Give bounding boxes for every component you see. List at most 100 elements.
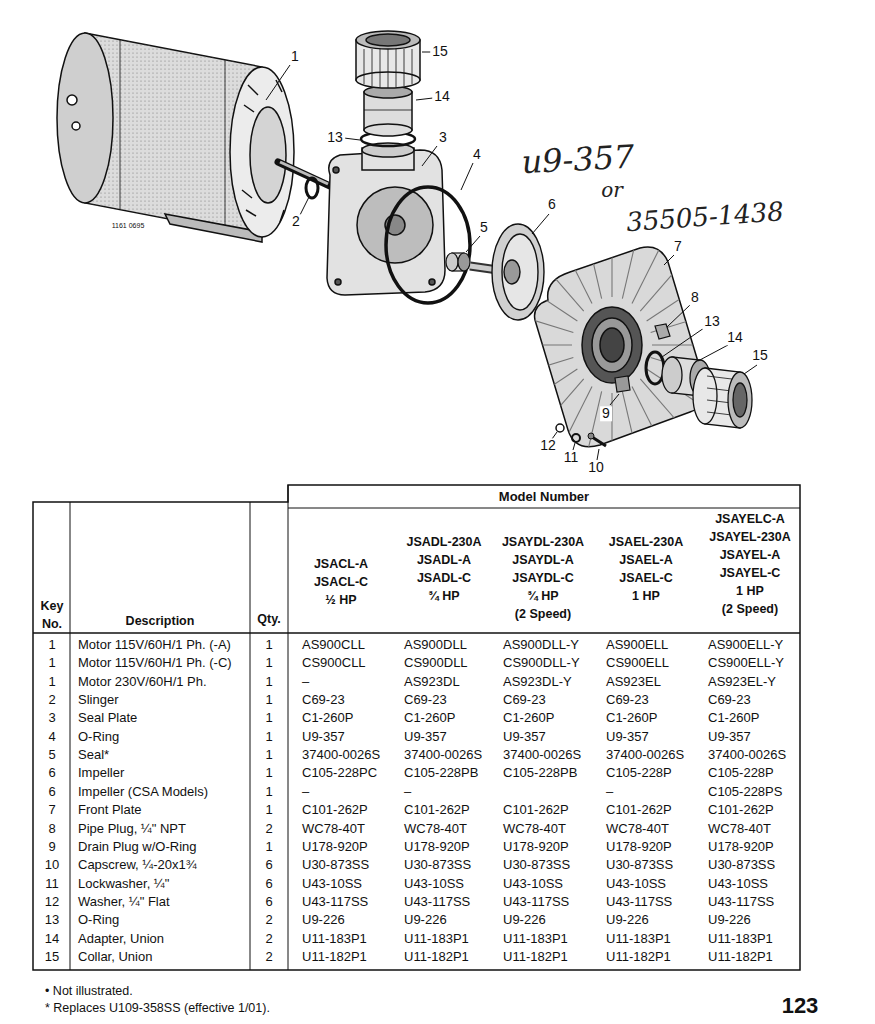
leader-line [416,98,433,100]
part-description: Washer, ¼" Flat [78,895,170,909]
key-number: 1 [48,638,55,652]
part-number: U178-920P [302,840,368,854]
union-collar [404,49,405,86]
part-number: – [302,785,309,799]
part-number: – [302,675,309,689]
part-number: C105-228P [606,766,672,780]
quantity: 1 [265,675,272,689]
handwritten-note: or [601,179,623,201]
model-header: JSAEL-C [619,572,672,586]
part-number: C69-23 [503,693,546,707]
union-collar [728,372,752,428]
impeller [502,234,538,310]
key-number: 6 [48,766,55,780]
part-number: U30-873SS [708,858,775,872]
leader-line [466,236,480,252]
union-collar [364,49,365,84]
key-number: 7 [48,803,55,817]
front-plate [527,379,584,444]
washer [556,424,564,432]
part-description: Drain Plug w/O-Ring [78,840,197,854]
part-number: U43-10SS [302,876,362,890]
seal-plate [357,187,433,263]
union-adapter [364,110,412,111]
part-number: AS923EL [606,675,661,689]
part-number: AS923DL [404,675,460,689]
seal-plate [327,143,445,295]
callout-number: 10 [586,460,606,475]
washer [556,424,564,432]
union-collar [356,31,420,49]
callout-number: 14 [725,330,745,345]
part-number: – [606,785,613,799]
quantity: 1 [265,766,272,780]
table-grid [70,502,71,970]
part-description: Adapter, Union [78,931,164,945]
model-header: JSACL-A [314,558,368,572]
part-description: O-Ring [78,730,119,744]
leader-line [344,138,360,140]
part-description: Motor 230V/60H/1 Ph. [78,675,207,689]
leader-line [667,305,690,327]
motor [246,210,256,216]
key-number: 15 [45,950,59,964]
part-number: AS900ELL [606,638,668,652]
table-grid [33,632,800,634]
page-number: 123 [782,994,819,1018]
part-description: Impeller [78,766,124,780]
model-header: JSAYDL-230A [502,536,584,550]
quantity: 1 [265,730,272,744]
callout-number: 6 [546,197,558,212]
table-grid [33,485,800,970]
part-number: C105-228PS [708,785,782,799]
motor [280,210,284,222]
key-number: 2 [48,693,55,707]
part-number: U9-357 [404,730,447,744]
part-number: CS900CLL [302,656,366,670]
part-number: U30-873SS [302,858,369,872]
seal [458,253,470,271]
part-number: U43-10SS [708,876,768,890]
quantity: 1 [265,693,272,707]
part-description: Impeller (CSA Models) [78,785,208,799]
callout-number: 14 [432,89,452,104]
part-number: U9-357 [503,730,546,744]
part-number: C69-23 [708,693,751,707]
motor [250,107,286,203]
model-header: (2 Speed) [722,603,778,617]
part-description: Lockwasher, ¼" [78,876,169,890]
part-number: U9-226 [708,913,751,927]
callout-number: 13 [702,314,722,329]
quantity: 1 [265,840,272,854]
motor [57,33,113,203]
leader-line [300,197,309,215]
key-number: 1 [48,675,55,689]
leader-line [573,443,575,450]
callout-number: 4 [471,147,483,162]
lockwasher [572,434,580,442]
quantity: 1 [265,803,272,817]
part-number: C69-23 [404,693,447,707]
part-number: U11-182P1 [302,950,367,964]
part-description: Pipe Plug, ¼" NPT [78,821,186,835]
front-plate [508,369,577,415]
table-grid [288,508,800,509]
part-number: C1-260P [606,711,657,725]
part-number: U9-357 [302,730,345,744]
capscrew [588,433,594,439]
callout-number: 13 [325,130,345,145]
motor [72,122,80,130]
part-number: U178-920P [404,840,470,854]
model-header: JSAEL-230A [609,536,683,550]
callout-number: 1 [289,49,301,64]
seal-plate [333,167,339,173]
key-number: 14 [45,931,59,945]
quantity: 1 [265,638,272,652]
part-number: C105-228PB [404,766,478,780]
capscrew [592,437,606,446]
model-header: JSACL-C [314,576,368,590]
key-number: 11 [45,876,59,890]
part-number: U11-183P1 [302,931,367,945]
handwritten-note: u9-357 [521,139,636,180]
o-ring [306,178,318,198]
